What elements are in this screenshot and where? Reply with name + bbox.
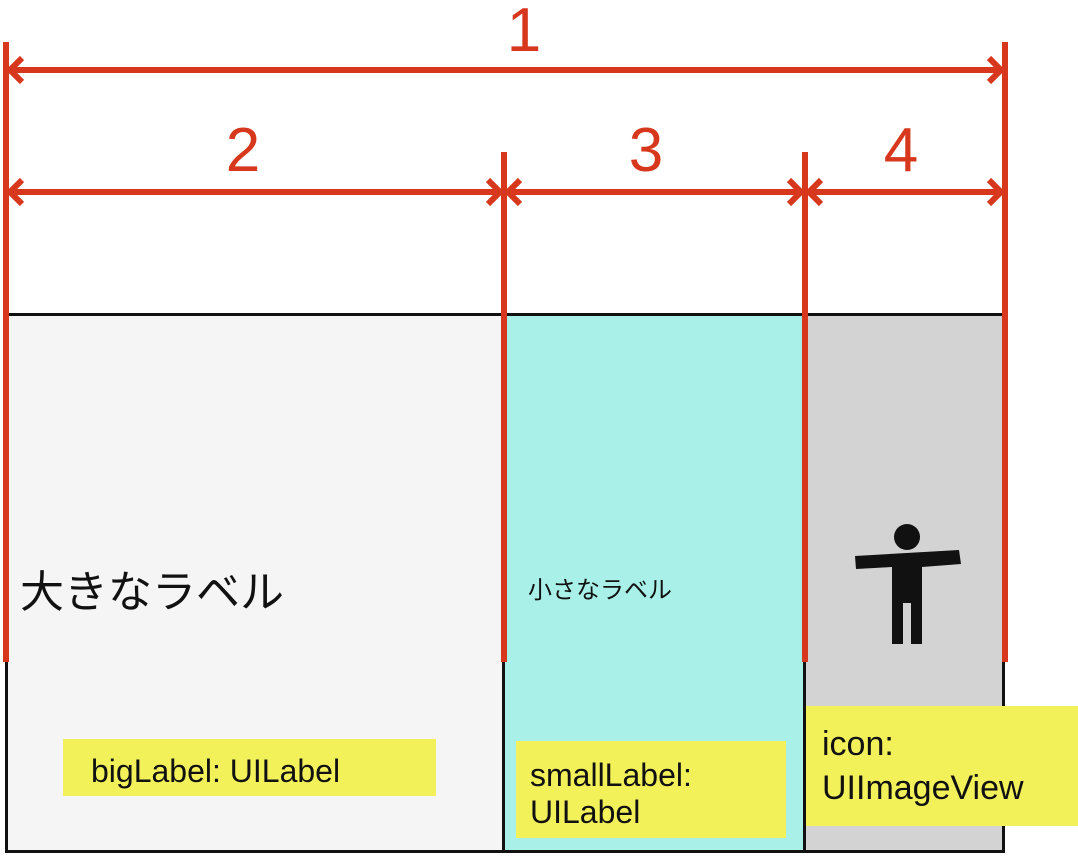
small-label-tag-line: smallLabel: [530,757,692,793]
dimension-label-3: 3 [628,116,664,185]
big-label-text: 大きなラベル [20,567,284,618]
small-label-tag-line: UILabel [530,794,641,830]
dimension-label-4: 4 [883,116,919,185]
dimension-label-2: 2 [225,116,261,185]
icon-tag-line: UIImageView [822,769,1024,807]
small-label-tag: smallLabel: UILabel [516,741,786,838]
small-label-text: 小さなラベル [528,576,672,604]
icon-tag: icon: UIImageView [806,706,1078,826]
big-label-tag: bigLabel: UILabel [63,739,436,796]
dimension-label-1: 1 [506,0,542,65]
icon-tag-line: icon: [822,725,894,763]
big-label-tag-text: bigLabel: UILabel [91,753,341,789]
